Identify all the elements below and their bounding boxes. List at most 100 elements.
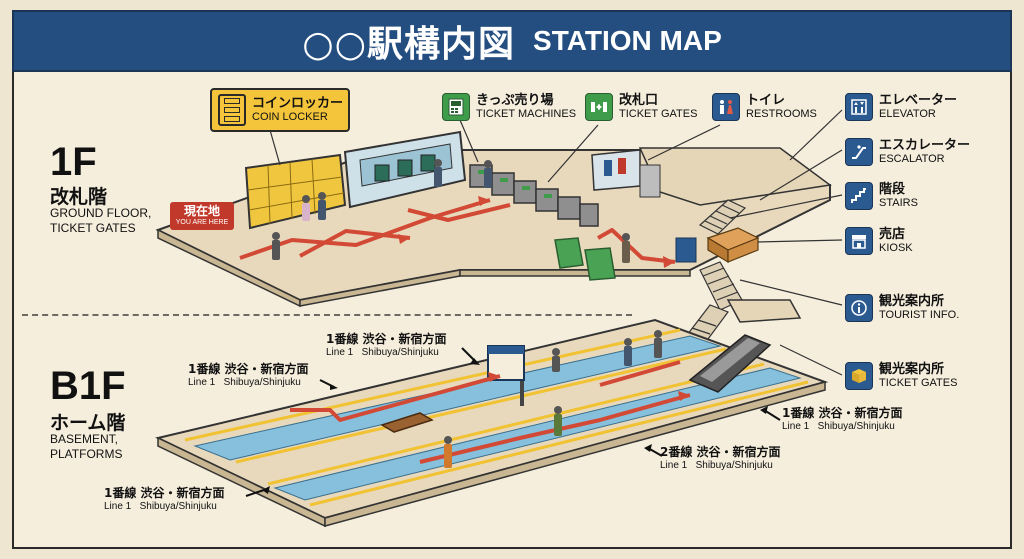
- floor-1f-en-2: TICKET GATES: [50, 221, 136, 235]
- safety-line: [267, 362, 765, 486]
- platform-label-jp: 1番線 渋谷・新宿方面: [326, 332, 447, 346]
- platform-dest: Shibuya/Shinjuku: [139, 501, 217, 512]
- platform-label: 1番線 渋谷・新宿方面 Line 1 Shibuya/Shinjuku: [188, 362, 309, 390]
- you-are-here-en: YOU ARE HERE: [175, 219, 229, 226]
- floor-b1-code: B1F: [50, 364, 126, 408]
- ticket-gates-en: TICKET GATES: [619, 108, 698, 120]
- legend-jp: 階段: [879, 182, 906, 197]
- platform-line: Line 1: [104, 501, 132, 512]
- floor-1f-en-1: GROUND FLOOR,: [50, 206, 152, 220]
- floor-b1-en-1: BASEMENT,: [50, 432, 119, 446]
- platform-line: Line 1: [188, 377, 216, 388]
- platform-label-jp: 1番線 渋谷・新宿方面: [104, 486, 225, 500]
- platform-b1-edge: [324, 381, 826, 527]
- platform-label: 2番線 渋谷・新宿方面 Line 1 Shibuya/Shinjuku: [660, 445, 781, 473]
- ticket-gates: [478, 170, 552, 198]
- gate-icon: [585, 93, 613, 121]
- escalator-icon: [845, 138, 873, 166]
- platform-label-jp: 1番線 渋谷・新宿方面: [188, 362, 309, 376]
- legend-jp: エレベーター: [879, 93, 958, 108]
- legend-elevator: エレベーター ELEVATOR: [845, 93, 957, 121]
- ticket-machines-callout: きっぷ売り場 TICKET MACHINES: [442, 93, 576, 121]
- safety-line: [184, 328, 681, 442]
- package-icon: [845, 362, 873, 390]
- page-subtitle: STATION MAP: [533, 25, 722, 56]
- accessible-sign: [675, 237, 697, 263]
- legend-tourist-info: 観光案内所 TOURIST INFO.: [845, 294, 959, 322]
- safety-line: [235, 347, 727, 464]
- platform-label: 1番線 渋谷・新宿方面 Line 1 Shibuya/Shinjuku: [104, 486, 225, 514]
- platform-dest: Shibuya/Shinjuku: [223, 377, 301, 388]
- legend-escalator: エスカレーター ESCALATOR: [845, 138, 970, 166]
- stairs-icon: [845, 182, 873, 210]
- ticket-machines: [397, 159, 413, 177]
- ticket-machines: [420, 154, 436, 172]
- coin-locker-callout: コインロッカー COIN LOCKER: [210, 88, 350, 132]
- you-are-here-badge: 現在地 YOU ARE HERE: [170, 202, 234, 230]
- platform-line: Line 1: [782, 421, 810, 432]
- person-figure: [272, 159, 662, 468]
- platform-line: Line 1: [660, 460, 688, 471]
- floor-b1-en-2: PLATFORMS: [50, 447, 123, 461]
- ticket-machine-icon: [442, 93, 470, 121]
- legend-kiosk: 売店 KIOSK: [845, 227, 913, 255]
- platform-dest: Shibuya/Shinjuku: [817, 421, 895, 432]
- legend-jp: 観光案内所: [879, 294, 945, 309]
- platform-dest: Shibuya/Shinjuku: [695, 460, 773, 471]
- legend-jp: エスカレーター: [879, 138, 971, 153]
- restrooms-callout: トイレ RESTROOMS: [712, 93, 817, 121]
- ticket-gates: [469, 164, 599, 227]
- platform-label: 1番線 渋谷・新宿方面 Line 1 Shibuya/Shinjuku: [782, 406, 903, 434]
- landing: [726, 299, 802, 323]
- platform-label: 1番線 渋谷・新宿方面 Line 1 Shibuya/Shinjuku: [326, 332, 447, 360]
- ticket-gates-jp: 改札口: [619, 93, 659, 108]
- info-icon: [845, 294, 873, 322]
- ticket-machines-jp: きっぷ売り場: [476, 93, 554, 108]
- label-arrow: [245, 347, 781, 497]
- restroom-icon: [712, 93, 740, 121]
- restrooms-en: RESTROOMS: [746, 108, 817, 120]
- platform-dest: Shibuya/Shinjuku: [361, 347, 439, 358]
- floor-divider: [22, 314, 632, 316]
- platform-label-jp: 2番線 渋谷・新宿方面: [660, 445, 781, 459]
- callout-line: [269, 109, 843, 376]
- legend-en: ELEVATOR: [879, 108, 936, 120]
- platform-line: Line 1: [326, 347, 354, 358]
- coin-locker-en: COIN LOCKER: [252, 111, 328, 123]
- stairs: [699, 261, 743, 311]
- restrooms-jp: トイレ: [746, 93, 786, 108]
- legend-en: TOURIST INFO.: [879, 309, 960, 321]
- ticket-machines: [374, 164, 390, 182]
- ticket-gates-callout: 改札口 TICKET GATES: [585, 93, 697, 121]
- safety-line: [309, 380, 809, 507]
- restroom-booth: [604, 160, 612, 176]
- legend-ticket-gates: 観光案内所 TICKET GATES: [845, 362, 957, 390]
- you-are-here-jp: 現在地: [183, 204, 220, 218]
- ticket-gates: [554, 237, 616, 281]
- kiosk: [706, 227, 760, 264]
- restroom-booth: [618, 158, 626, 174]
- kiosk-icon: [845, 227, 873, 255]
- legend-en: TICKET GATES: [879, 377, 958, 389]
- floor-1f-name: 改札階: [50, 186, 108, 208]
- legend-jp: 売店: [879, 227, 906, 242]
- header-bar: ○○駅構内図 STATION MAP: [12, 10, 1012, 72]
- floor-1f-edge: [459, 269, 691, 277]
- floor-1f-code: 1F: [50, 140, 97, 184]
- legend-stairs: 階段 STAIRS: [845, 182, 918, 210]
- locker-icon: [218, 94, 246, 126]
- escalator: [688, 334, 772, 393]
- restroom-booth: [639, 164, 661, 198]
- legend-en: STAIRS: [879, 197, 918, 209]
- elevator-icon: [845, 93, 873, 121]
- route-arrow: [398, 196, 690, 401]
- page-title: ○○駅構内図: [302, 24, 516, 65]
- platform-label-jp: 1番線 渋谷・新宿方面: [782, 406, 903, 420]
- floor-b1-name: ホーム階: [50, 412, 126, 434]
- bench: [380, 412, 434, 433]
- coin-locker-jp: コインロッカー: [252, 96, 344, 111]
- legend-en: ESCALATOR: [879, 153, 945, 165]
- ticket-machines-en: TICKET MACHINES: [476, 108, 577, 120]
- legend-jp: 観光案内所: [879, 362, 945, 377]
